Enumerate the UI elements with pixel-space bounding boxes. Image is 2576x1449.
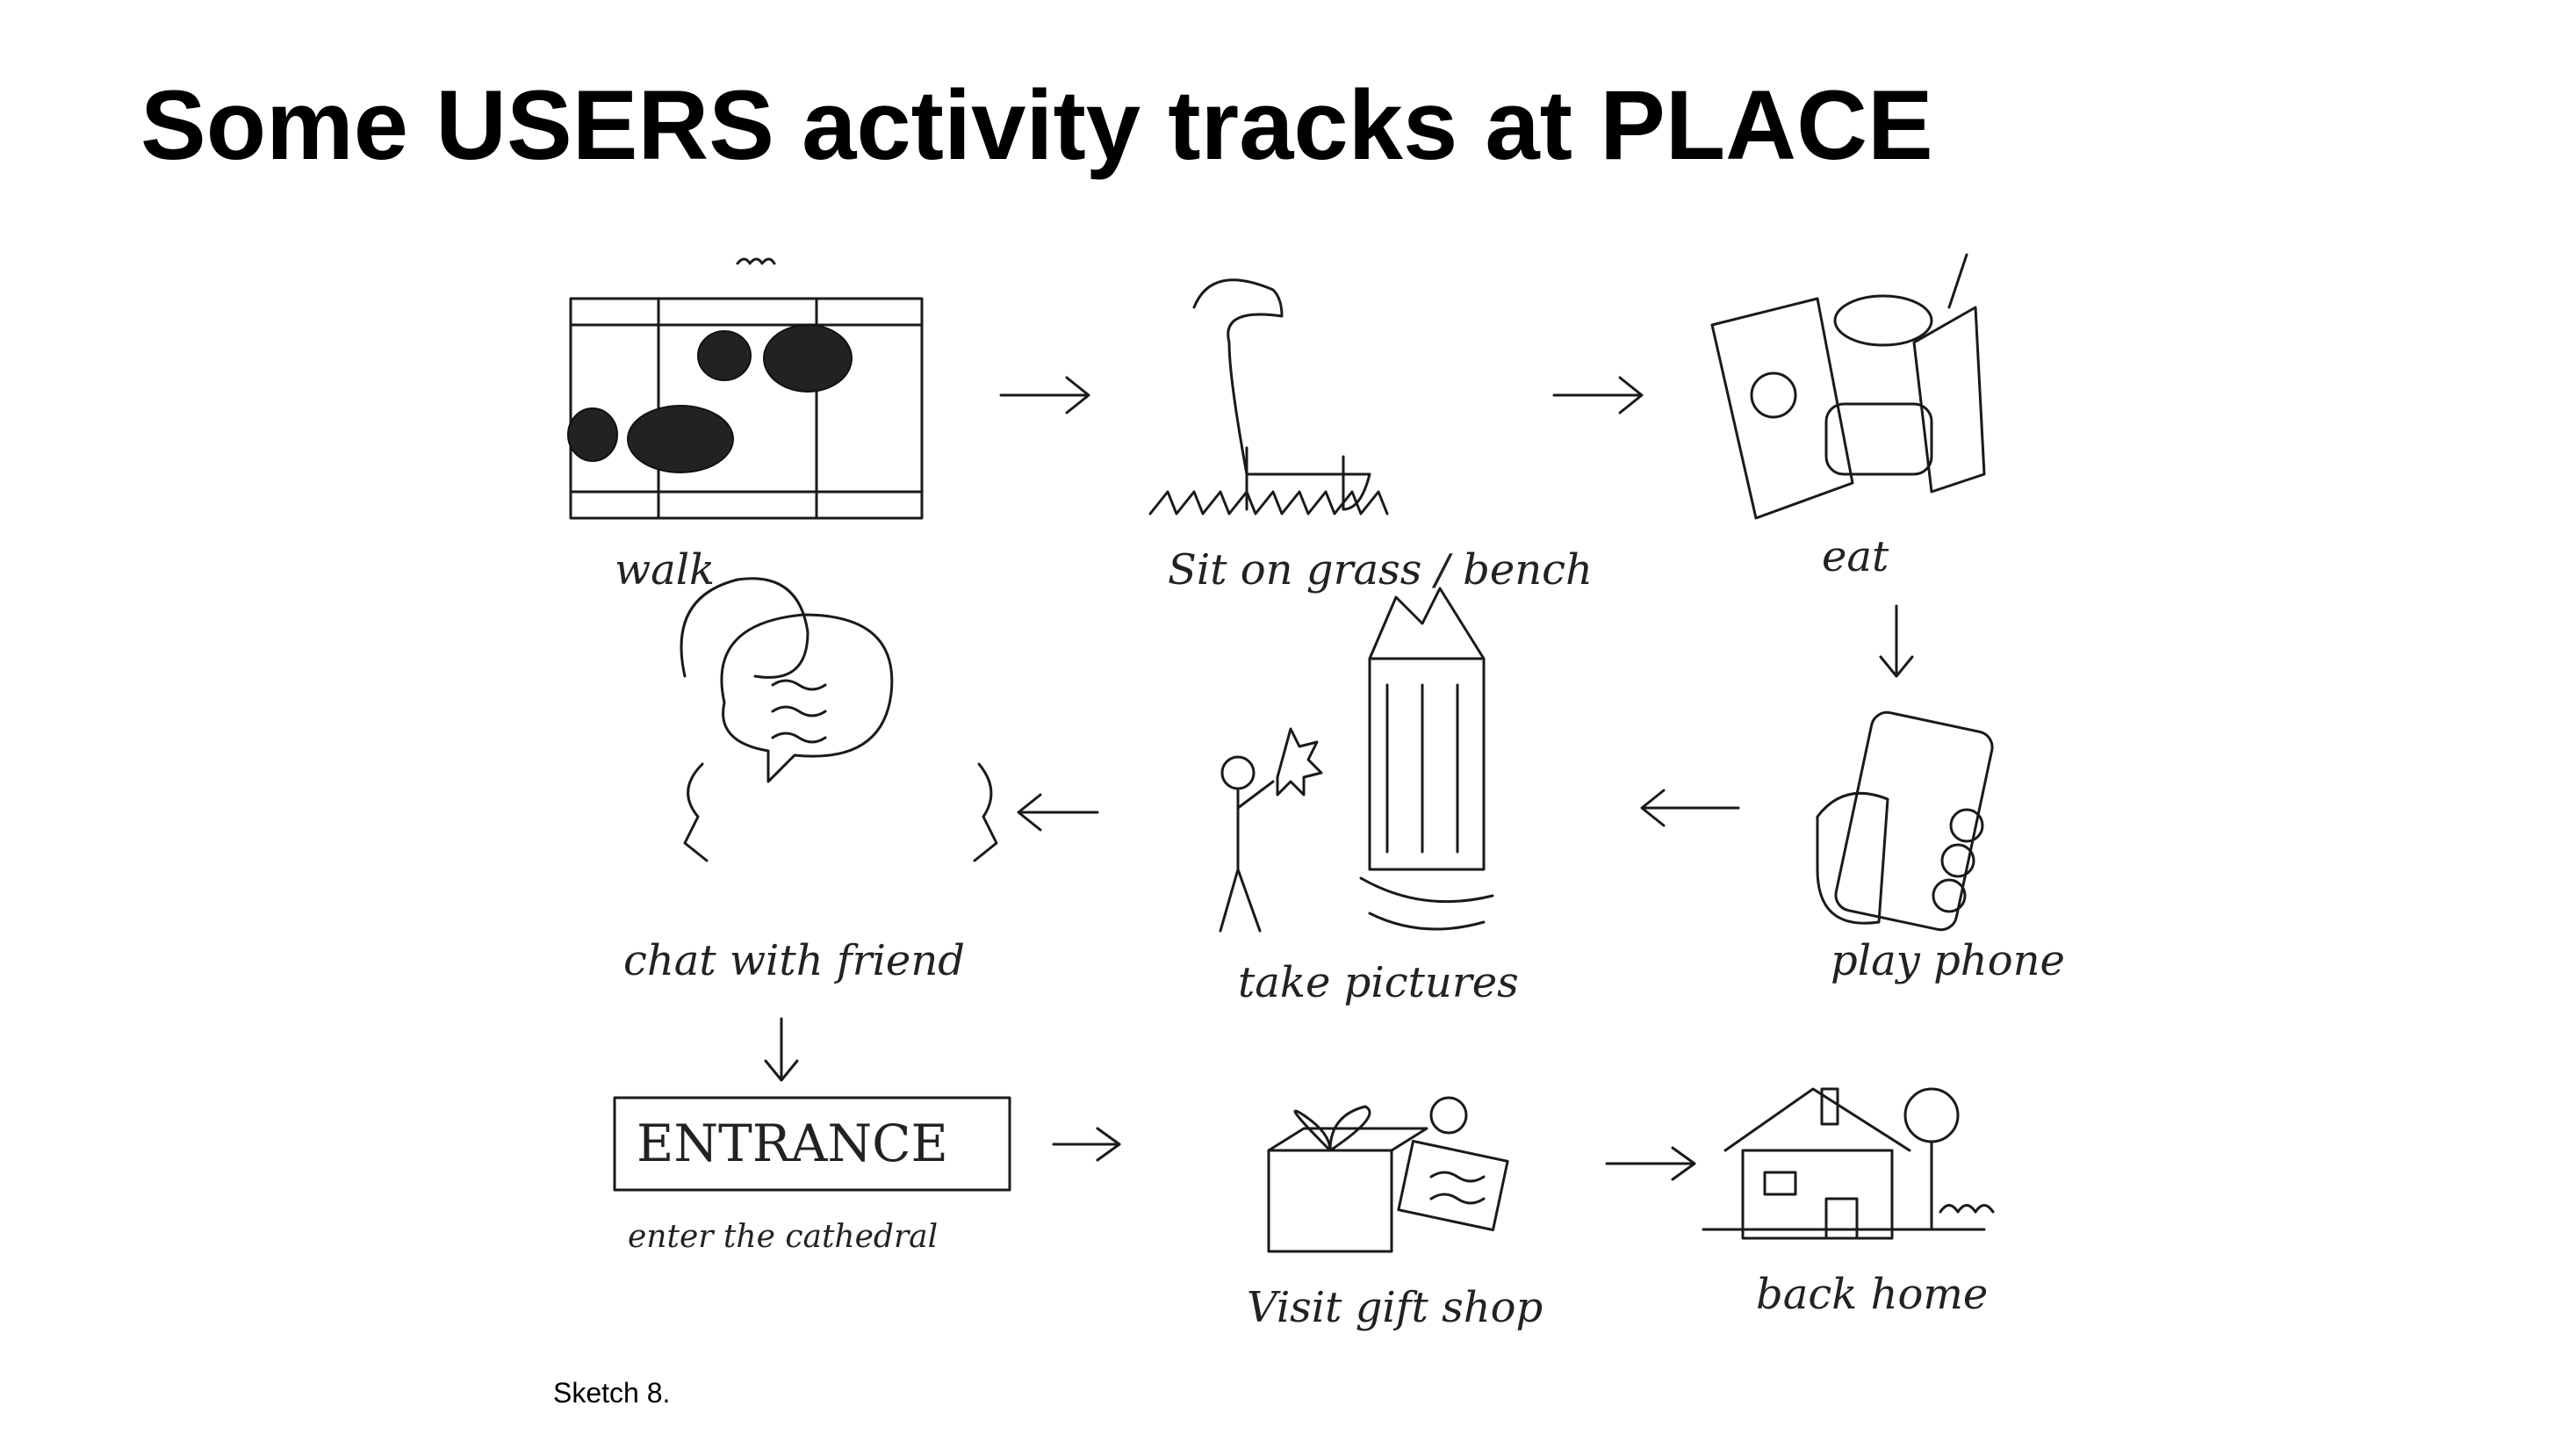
bench-icon — [1148, 278, 1389, 515]
step-label-take-pictures: take pictures — [1238, 958, 1519, 1007]
chat-icon — [680, 577, 998, 862]
walkway-icon — [567, 257, 924, 520]
arrow-down-icon — [1879, 604, 1914, 678]
arrow-right-icon — [1552, 376, 1644, 415]
entrance-sign-icon — [613, 1096, 1011, 1192]
step-label-back-home: back home — [1756, 1270, 1988, 1319]
arrow-right-icon — [1052, 1127, 1121, 1162]
arrow-left-icon — [1640, 789, 1740, 827]
arrow-left-icon — [1017, 793, 1099, 832]
arrow-right-icon — [999, 376, 1090, 415]
step-label-chat: chat with friend — [623, 936, 965, 985]
step-label-sit: Sit on grass / bench — [1168, 545, 1593, 595]
house-icon — [1702, 1087, 1995, 1240]
step-sublabel-entrance: enter the cathedral — [628, 1219, 938, 1255]
step-label-gift-shop: Visit gift shop — [1247, 1283, 1543, 1332]
gift-icon — [1267, 1096, 1509, 1253]
step-label-walk: walk — [615, 545, 715, 595]
phone-icon — [1816, 710, 1994, 932]
food-icon — [1710, 253, 1986, 520]
activity-sketch: walk Sit on grass / bench eat — [567, 253, 2065, 1332]
step-label-entrance: ENTRANCE — [637, 1114, 948, 1173]
slide-title: Some USERS activity tracks at PLACE — [140, 70, 1933, 180]
arrow-down-icon — [764, 1017, 799, 1082]
step-label-eat: eat — [1822, 532, 1889, 581]
step-label-play-phone: play phone — [1831, 936, 2065, 985]
camera-person-icon — [1219, 587, 1494, 933]
figure-caption: Sketch 8. — [553, 1377, 671, 1409]
arrow-right-icon — [1605, 1146, 1696, 1181]
